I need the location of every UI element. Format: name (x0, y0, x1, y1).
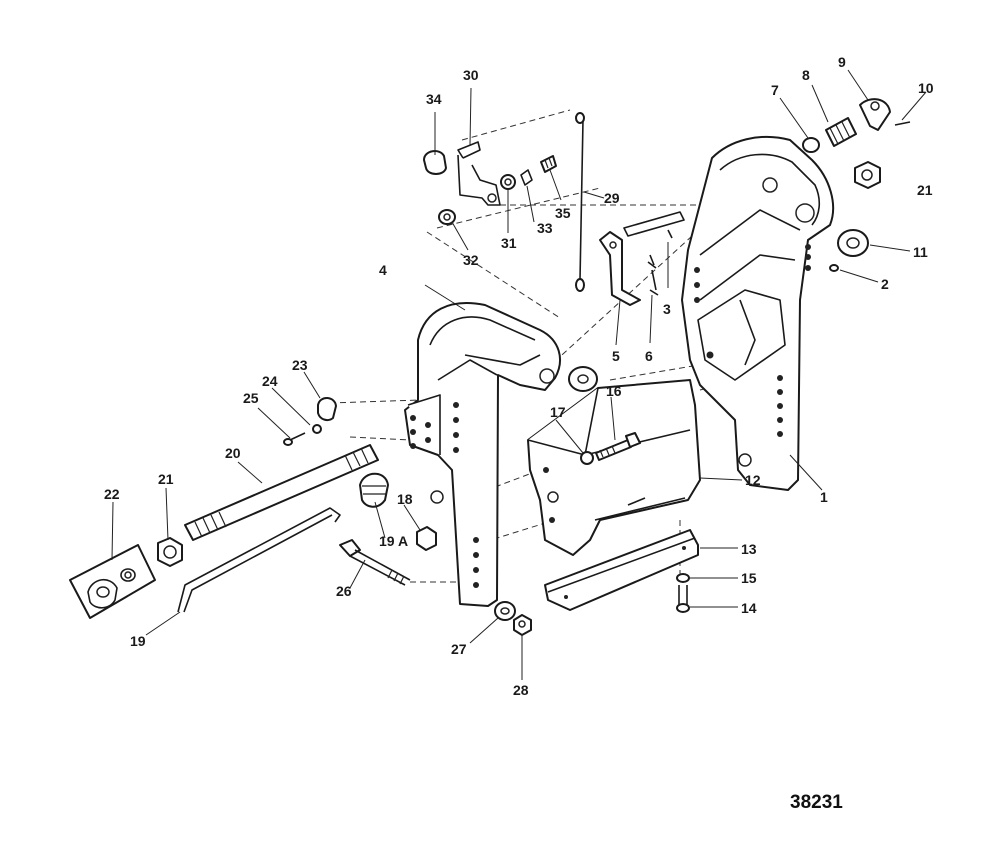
callout-7: 7 (771, 82, 779, 98)
callout-29: 29 (604, 190, 620, 206)
washer-right (837, 229, 869, 257)
callout-6: 6 (645, 348, 653, 364)
callout-1: 1 (820, 489, 828, 505)
callout-3: 3 (663, 301, 671, 317)
callout-31: 31 (501, 235, 517, 251)
callout-32: 32 (463, 252, 479, 268)
callout-10: 10 (918, 80, 934, 96)
callout-labels: 1 2 3 4 5 6 7 8 9 10 11 12 13 14 15 16 1… (104, 54, 934, 698)
callout-4: 4 (379, 262, 387, 278)
callout-19: 19 (130, 633, 146, 649)
callout-22: 22 (104, 486, 120, 502)
nut-left (157, 537, 183, 567)
callout-19a: 19 A (379, 533, 408, 549)
transom-bracket-right (681, 135, 835, 491)
figure-number: 38231 (790, 792, 843, 813)
upper-linkage-group (423, 141, 557, 225)
callout-13: 13 (741, 541, 757, 557)
bottom-plate (544, 529, 699, 611)
tilt-tube (184, 444, 379, 541)
small-hardware-left (283, 397, 337, 446)
box-bolt-group (580, 432, 641, 465)
tilt-lock-rod (177, 507, 341, 613)
callout-12: 12 (745, 472, 761, 488)
callout-14: 14 (741, 600, 757, 616)
callout-33: 33 (537, 220, 553, 236)
nut-right (854, 161, 881, 189)
callout-27: 27 (451, 641, 467, 657)
plate-screw-group (676, 573, 690, 613)
callout-2: 2 (881, 276, 889, 292)
leader-lines (111, 69, 927, 680)
callout-16: 16 (606, 383, 622, 399)
callout-17: 17 (550, 404, 566, 420)
callout-11: 11 (913, 244, 928, 260)
callout-8: 8 (802, 67, 810, 83)
callout-25: 25 (243, 390, 259, 406)
bumper-group (359, 472, 437, 551)
spring-lever-group (802, 98, 911, 153)
callout-28: 28 (513, 682, 529, 698)
callout-26: 26 (336, 583, 352, 599)
callout-15: 15 (741, 570, 757, 586)
callout-21-left: 21 (158, 471, 174, 487)
callout-34: 34 (426, 91, 442, 107)
nut-kit-inset (69, 544, 156, 619)
long-bolt (339, 539, 411, 586)
transom-bracket-left (404, 302, 561, 607)
washer-center (568, 366, 598, 392)
callout-5: 5 (612, 348, 620, 364)
callout-9: 9 (838, 54, 846, 70)
callout-20: 20 (225, 445, 241, 461)
callout-30: 30 (463, 67, 479, 83)
lock-lever-group (599, 211, 685, 306)
washer-nut-bottom (494, 601, 532, 636)
small-pin (829, 264, 839, 272)
callout-18: 18 (397, 491, 413, 507)
cable-rod (575, 112, 585, 292)
callout-24: 24 (262, 373, 278, 389)
callout-35: 35 (555, 205, 571, 221)
callout-21-right: 21 (917, 182, 933, 198)
callout-23: 23 (292, 357, 308, 373)
